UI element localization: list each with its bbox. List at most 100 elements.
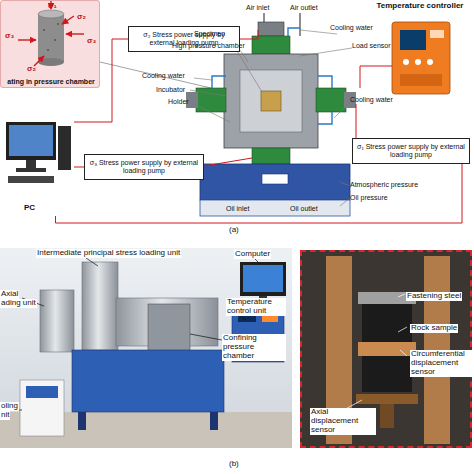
cooling-pipes-part [318, 112, 332, 124]
part-label: oling [0, 402, 19, 411]
specimen-cylinder-part [38, 14, 64, 62]
computer-drawing-part [9, 125, 53, 156]
stress-arrows-part [66, 33, 84, 34]
cooling-pipes-part [318, 76, 332, 88]
zoom-leader-lines-part [398, 327, 407, 332]
inset-background [0, 0, 100, 88]
part-label: nit [0, 411, 10, 420]
specimen-cylinder-part [43, 29, 45, 31]
leader-lines [190, 30, 352, 206]
specimen-cube-part [261, 91, 281, 111]
specimen-cylinder-part [57, 23, 59, 25]
pump-lines-part [204, 158, 252, 166]
lab-photo [0, 248, 292, 448]
panel-letter: (a) [229, 226, 239, 235]
part-label: Cooling water [350, 96, 393, 104]
computer-drawing-part [8, 176, 54, 183]
air-tubes-part [299, 13, 300, 36]
part-label: ading unit [0, 299, 37, 308]
machine-base-part [200, 200, 350, 216]
computer-unit: PC [0, 112, 74, 216]
part-label: Specimen [194, 30, 225, 38]
node-text: ating in pressure chamber [2, 78, 100, 86]
part-label: Load sensor [352, 42, 391, 50]
leader-lines-part [300, 48, 352, 56]
panel-letter: (b) [229, 460, 239, 469]
part-label: Air outlet [290, 4, 318, 12]
zoom-leader-lines [340, 294, 407, 412]
node-text: Temperature controller [370, 2, 470, 11]
computer-drawing [6, 122, 71, 183]
leader-lines-part [240, 50, 248, 62]
temperature-controller-device-part [403, 59, 409, 65]
leader-lines-part [334, 102, 350, 118]
temperature-controller-device [392, 22, 450, 94]
specimen-photo [300, 250, 472, 448]
temperature-controller-device-part [430, 30, 444, 38]
loading-frame-part [316, 88, 346, 112]
part-label: Cooling water [330, 24, 373, 32]
specimen-cylinder-part [38, 10, 64, 18]
lab-photo-part [40, 290, 74, 352]
leader-lines-part [190, 102, 230, 122]
photo-leader-lines-part [190, 334, 222, 340]
box-label: σ₁ Stress power supply by external loadi… [356, 143, 466, 159]
specimen-cylinder-part [47, 49, 49, 51]
inset-background-part [0, 0, 100, 88]
node-text: σ₂ [27, 65, 36, 74]
node-text: σ₃ [87, 37, 96, 46]
lab-photo-part [72, 350, 224, 412]
node-text: Circumferential displacement sensor [410, 350, 474, 377]
temperature-controller-device-part [415, 59, 421, 65]
temperature-controller-device-part [427, 59, 433, 65]
part-label: Cooling water [142, 72, 185, 80]
specimen-photo-part [356, 394, 418, 404]
computer-drawing-part [6, 122, 56, 160]
cooling-pipes-part [212, 76, 226, 88]
computer-drawing-part [26, 160, 36, 168]
part-label: Temperature control unit [226, 298, 286, 316]
machine-base-part [200, 164, 350, 200]
part-label: Confining pressure chamber [222, 334, 286, 361]
pump-box: σ₃ Stress power supply by external loadi… [84, 154, 204, 180]
box-label: σ₃ Stress power supply by external loadi… [88, 159, 200, 175]
specimen-photo-part [358, 342, 416, 356]
loading-frame-part [252, 148, 290, 164]
specimen-photo-part [300, 250, 472, 448]
loading-frame-part [258, 22, 284, 36]
lab-photo-part [210, 412, 218, 430]
leader-lines-part [340, 198, 350, 206]
leader-lines-part [340, 182, 350, 186]
specimen-cube [261, 91, 281, 111]
part-label: Oil inlet [226, 205, 249, 213]
node-text: σ₁ [48, 2, 57, 11]
pump-lines-part [360, 66, 392, 88]
lab-photo-part [240, 262, 286, 296]
specimen-cylinder-part [38, 58, 64, 66]
stress-arrows-part [62, 16, 74, 24]
lab-photo-part [0, 248, 292, 448]
part-label: Oil outlet [290, 205, 318, 213]
temperature-controller-device-part [392, 22, 450, 94]
leader-lines-part [190, 90, 226, 96]
node-text: Axial displacement sensor [310, 408, 376, 435]
part-label: High pressure chamber [172, 42, 245, 50]
part-label: Axial [0, 290, 19, 299]
stress-arrows-part [18, 39, 36, 40]
node-text: σ₂ [77, 13, 86, 22]
part-label: Computer [234, 250, 271, 259]
specimen-photo-part [380, 404, 394, 428]
part-label: Atmospheric pressure [350, 181, 418, 189]
part-label: Holder [168, 98, 189, 106]
lab-photo-part [78, 412, 86, 430]
temperature-controller-device-part [400, 74, 442, 86]
lab-photo-part [26, 386, 58, 398]
part-label: Incubator [156, 86, 185, 94]
node-text: Fastening steel [406, 292, 462, 301]
part-label: Intermediate principal stress loading un… [36, 249, 181, 258]
